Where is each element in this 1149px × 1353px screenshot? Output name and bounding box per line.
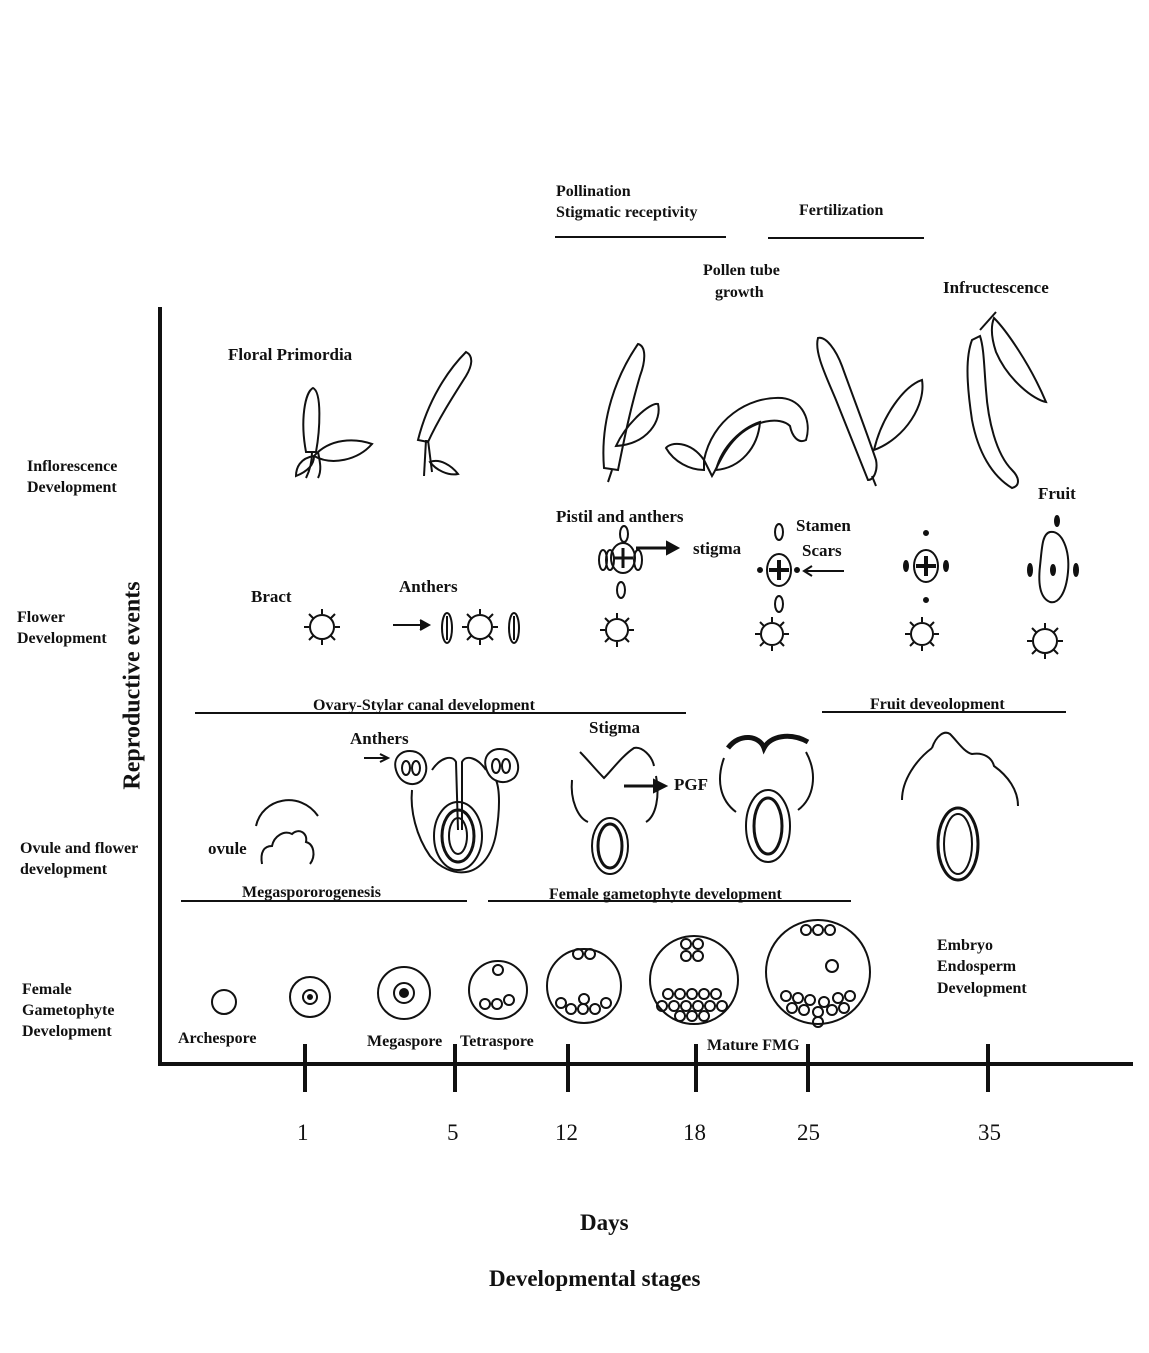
row-label-flower-2: Development <box>17 628 107 649</box>
x-axis-label: Days <box>580 1212 629 1233</box>
archespore-label: Archespore <box>178 1028 257 1049</box>
post-pollination-ovary-sketch <box>720 736 813 862</box>
x-tick-label: 1 <box>297 1122 309 1143</box>
row-label-inflorescence: Inflorescence <box>27 456 117 477</box>
young-spike-sketch <box>418 352 471 476</box>
x-tick-label: 35 <box>978 1122 1001 1143</box>
eight-nucleate-cell <box>547 949 621 1023</box>
pollen-tube-spike-sketch <box>666 398 808 476</box>
y-axis-label: Reproductive events <box>120 576 147 796</box>
female-gametophyte-dev-label: Female gametophyte development <box>549 884 782 905</box>
stigma-pgf-sketch <box>572 748 666 874</box>
ovule-primordium-sketch <box>256 800 318 864</box>
maturing-gametophyte-cell <box>650 936 738 1024</box>
archespore-cell <box>212 990 236 1014</box>
anthers-ovary-label: Anthers <box>350 728 409 749</box>
stamen-label: Stamen <box>796 515 851 536</box>
bract-flower-icon <box>304 609 340 645</box>
row-label-female-2: Gametophyte <box>22 1000 114 1021</box>
x-tick-label: 25 <box>797 1122 820 1143</box>
bract-label: Bract <box>251 586 292 607</box>
pistil-anthers-flower-icon <box>599 526 678 647</box>
fruit-development-sketch <box>902 733 1018 880</box>
pgf-label: PGF <box>674 774 708 795</box>
row-label-female: Female <box>22 979 72 1000</box>
tetraspore-cell <box>469 961 527 1019</box>
stigma-label: Stigma <box>589 717 640 738</box>
embryo-development-label: Development <box>937 978 1027 999</box>
row-label-ovule-2: development <box>20 859 107 880</box>
fruit-label: Fruit <box>1038 483 1076 504</box>
ovary-stylar-label: Ovary-Stylar canal development <box>313 695 535 716</box>
stigma-small-label: stigma <box>693 538 741 559</box>
pollen-tube-label: Pollen tube <box>703 260 780 281</box>
endosperm-label: Endosperm <box>937 956 1016 977</box>
infructescence-sketch <box>968 312 1047 488</box>
fertilization-label: Fertilization <box>799 200 883 221</box>
pistil-anthers-label: Pistil and anthers <box>556 506 684 527</box>
pollen-tube-growth-label: growth <box>715 282 764 303</box>
pollination-spike-sketch <box>603 344 658 482</box>
mature-fmg-label: Mature FMG <box>707 1035 800 1056</box>
megaspore-cell <box>378 967 430 1019</box>
row-label-ovule: Ovule and flower <box>20 838 138 859</box>
pollination-label: Pollination <box>556 181 631 202</box>
ovule-label: ovule <box>208 838 247 859</box>
x-tick-label: 12 <box>555 1122 578 1143</box>
row-label-inflorescence-2: Development <box>27 477 117 498</box>
fertilized-flower-icon <box>904 531 948 651</box>
x-tick-label: 5 <box>447 1122 459 1143</box>
anthers-label: Anthers <box>399 576 458 597</box>
row-label-female-3: Development <box>22 1021 112 1042</box>
mature-fmg-cell <box>766 920 870 1027</box>
scars-label: Scars <box>802 540 842 561</box>
megaspore-label: Megaspore <box>367 1031 442 1052</box>
embryo-label: Embryo <box>937 935 993 956</box>
fruit-development-label: Fruit deveolopment <box>870 694 1005 715</box>
floral-primordia-sketch <box>296 388 372 478</box>
anthers-ovary-sketch <box>364 749 518 872</box>
row-label-flower: Flower <box>17 607 65 628</box>
stigmatic-receptivity-label: Stigmatic receptivity <box>556 202 697 223</box>
tetraspore-label: Tetraspore <box>460 1031 534 1052</box>
fertilization-spike-sketch <box>817 338 922 486</box>
megasporogenesis-label: Megaspororogenesis <box>242 882 381 903</box>
x-axis-title: Developmental stages <box>489 1268 700 1289</box>
x-tick-label: 18 <box>683 1122 706 1143</box>
infructescence-label: Infructescence <box>943 277 1049 298</box>
anthers-flower-icon <box>393 609 519 645</box>
early-megaspore-cell <box>290 977 330 1017</box>
floral-primordia-label: Floral Primordia <box>228 344 352 365</box>
fruit-flower-icon <box>1027 516 1078 659</box>
